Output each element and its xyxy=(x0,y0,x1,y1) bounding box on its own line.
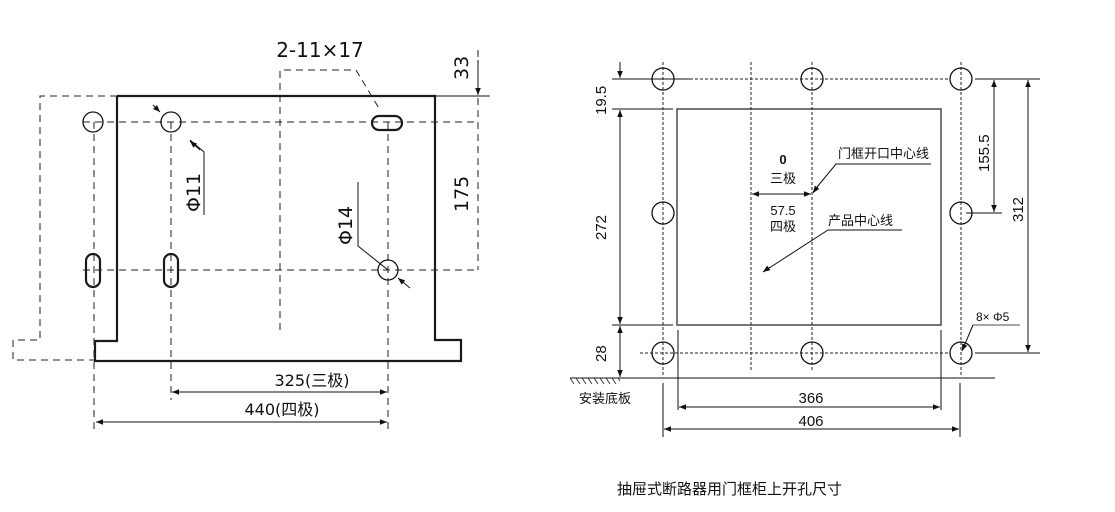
dashed-outline-left xyxy=(12,95,117,361)
mounting-plate-hatch xyxy=(570,378,620,384)
slot-size-label: 2-11×17 xyxy=(276,38,364,62)
dim-272-label: 272 xyxy=(593,215,610,240)
mounting-plate-label: 安装底板 xyxy=(579,391,631,407)
holes-label: 8× Φ5 xyxy=(976,310,1010,324)
phi14-arrow xyxy=(397,277,411,289)
hole-left-upper xyxy=(82,111,104,133)
cutout-hole xyxy=(651,341,675,365)
dim-175-label: 175 xyxy=(451,176,473,212)
hole-phi14 xyxy=(377,259,399,281)
slot-lower-left xyxy=(84,252,102,289)
cutout-hole xyxy=(949,341,973,365)
product-center-leader xyxy=(762,229,902,273)
slot-lower-middle xyxy=(162,252,180,289)
zero-label: 0 xyxy=(779,152,786,167)
dim-406-label: 406 xyxy=(798,413,823,430)
left-mounting-bracket-drawing: 2-11×17 33 175 Φ11 Φ14 325(三极) 440(四极) xyxy=(12,38,490,430)
phi14-label: Φ14 xyxy=(335,206,357,245)
door-center-label: 门框开口中心线 xyxy=(838,147,929,162)
product-center-label: 产品中心线 xyxy=(828,214,893,229)
cutout-hole xyxy=(651,67,675,91)
phi11-label: Φ11 xyxy=(183,173,205,212)
cutout-hole xyxy=(949,67,973,91)
dim-440-label: 440(四极) xyxy=(244,400,319,419)
cutout-hole xyxy=(651,201,675,225)
door-center-leader xyxy=(812,163,931,193)
right-door-cutout-drawing: 19.5 272 28 155.5 312 0 三极 57.5 四极 门框开口中… xyxy=(570,62,1040,498)
dim-28-label: 28 xyxy=(593,345,610,362)
dim-19-5-label: 19.5 xyxy=(593,86,610,115)
dim-33-label: 33 xyxy=(451,56,473,80)
hole-phi11 xyxy=(160,111,182,133)
bracket-body xyxy=(93,94,463,363)
four-pole-label: 四极 xyxy=(770,220,796,235)
dim-312-label: 312 xyxy=(1010,197,1027,222)
caption: 抽屉式断路器用门框柜上开孔尺寸 xyxy=(617,480,842,498)
dim-325-label: 325(三极) xyxy=(274,371,349,390)
dim-155-5-label: 155.5 xyxy=(976,134,993,172)
three-pole-label: 三极 xyxy=(770,172,796,187)
slot-upper-right xyxy=(370,114,404,132)
dashed-leader-top xyxy=(279,69,381,330)
offset-57-5-label: 57.5 xyxy=(770,203,795,218)
dim-366-label: 366 xyxy=(798,390,823,407)
door-cutout-rect xyxy=(676,108,942,326)
cutout-hole xyxy=(800,341,824,365)
holes-leader xyxy=(961,324,974,352)
cutout-hole xyxy=(800,67,824,91)
phi14-leader xyxy=(357,182,389,271)
cutout-hole xyxy=(949,201,973,225)
phi11-arrow-in xyxy=(152,104,161,113)
